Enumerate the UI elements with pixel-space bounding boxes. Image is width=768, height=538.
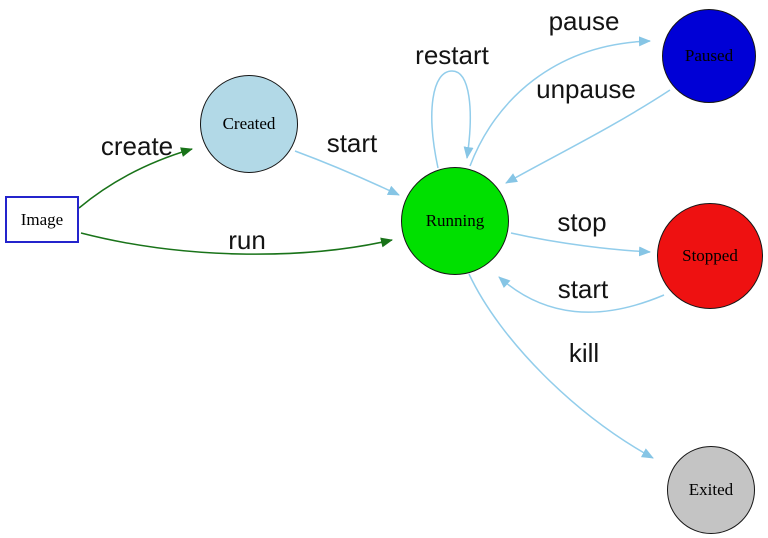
node-running-label: Running: [425, 211, 485, 230]
node-stopped-label: Stopped: [682, 246, 738, 265]
node-created: Created: [200, 75, 298, 173]
node-created-label: Created: [222, 114, 276, 133]
edge-stop: [510, 232, 651, 257]
edge-start-stopped-running: [498, 276, 665, 313]
edge-label-restart: restart: [415, 40, 489, 70]
node-image-label: Image: [20, 209, 64, 229]
edge-label-start-top: start: [326, 128, 378, 158]
edge-label-create: create: [100, 131, 174, 161]
edge-kill: [468, 273, 654, 459]
edge-label-pause: pause: [548, 6, 620, 36]
node-paused: Paused: [662, 9, 756, 103]
node-exited: Exited: [667, 446, 755, 534]
node-running: Running: [401, 167, 509, 275]
edge-label-unpause: unpause: [536, 74, 636, 104]
edge-label-stop: stop: [557, 207, 607, 237]
node-exited-label: Exited: [688, 480, 734, 499]
node-image: Image: [5, 196, 79, 243]
edge-start-created-running: [294, 150, 400, 196]
edge-pause: [469, 36, 651, 167]
edge-run: [80, 232, 393, 255]
edge-create: [78, 147, 193, 209]
edge-unpause: [505, 89, 671, 184]
edge-label-start-bottom: start: [557, 274, 609, 304]
node-paused-label: Paused: [684, 46, 734, 65]
edge-label-run: run: [228, 225, 266, 255]
edge-label-kill: kill: [568, 338, 600, 368]
node-stopped: Stopped: [657, 203, 763, 309]
edge-restart-loop: [431, 70, 474, 169]
